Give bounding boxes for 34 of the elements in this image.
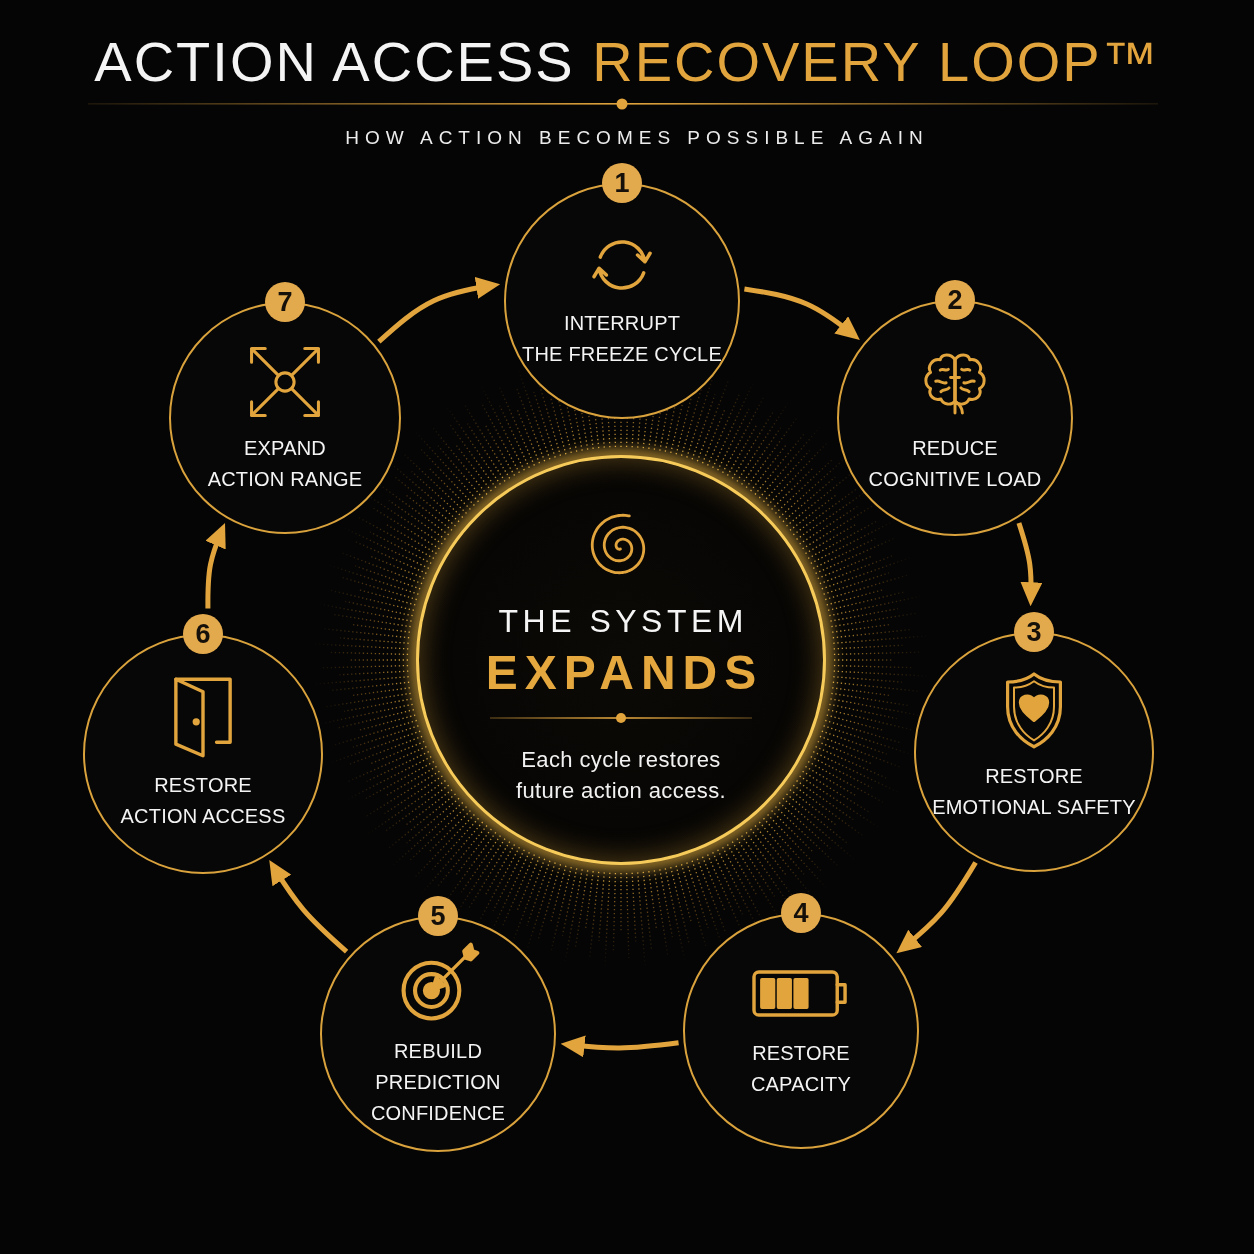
step-number: 5 xyxy=(418,896,458,936)
step-circle xyxy=(320,895,556,1152)
curved-arrow xyxy=(894,861,978,956)
subtitle: HOW ACTION BECOMES POSSIBLE AGAIN xyxy=(344,127,929,147)
step-number: 6 xyxy=(183,614,223,654)
step-label: INTERRUPT THE FREEZE CYCLE xyxy=(522,311,722,367)
step-circle xyxy=(504,162,740,419)
step-circle xyxy=(837,279,1073,536)
step-label: REDUCE COGNITIVE LOAD xyxy=(868,436,1042,492)
step-number: 1 xyxy=(602,163,642,203)
step-number: 2 xyxy=(935,280,975,320)
step-number: 3 xyxy=(1014,612,1054,652)
step-label: REBUILD PREDICTION CONFIDENCE xyxy=(370,1038,506,1126)
curved-arrow xyxy=(377,276,501,344)
curved-arrow xyxy=(560,1035,679,1058)
step-number: 7 xyxy=(265,282,305,322)
curved-arrow xyxy=(1016,522,1043,607)
step-label: RESTORE CAPACITY xyxy=(750,1041,852,1097)
title: ACTION ACCESS RECOVERY LOOP™ xyxy=(94,34,1160,90)
hub-circle xyxy=(416,455,826,865)
step-number: 4 xyxy=(781,893,821,933)
hub-description: Each cycle restores future action access. xyxy=(515,746,727,805)
step-label: EXPAND ACTION RANGE xyxy=(207,436,363,492)
step-label: RESTORE EMOTIONAL SAFETY xyxy=(932,764,1136,820)
hub-heading: THE SYSTEM xyxy=(497,605,748,637)
step-label: RESTORE ACTION ACCESS xyxy=(120,773,286,829)
curved-arrow xyxy=(744,286,862,342)
step-circle xyxy=(914,611,1154,872)
step-circle xyxy=(83,613,323,874)
step-circle xyxy=(683,892,919,1149)
step-circle xyxy=(169,281,401,534)
curved-arrow xyxy=(205,522,228,609)
curved-arrow xyxy=(267,858,349,954)
hub-title: EXPANDS xyxy=(484,649,764,697)
